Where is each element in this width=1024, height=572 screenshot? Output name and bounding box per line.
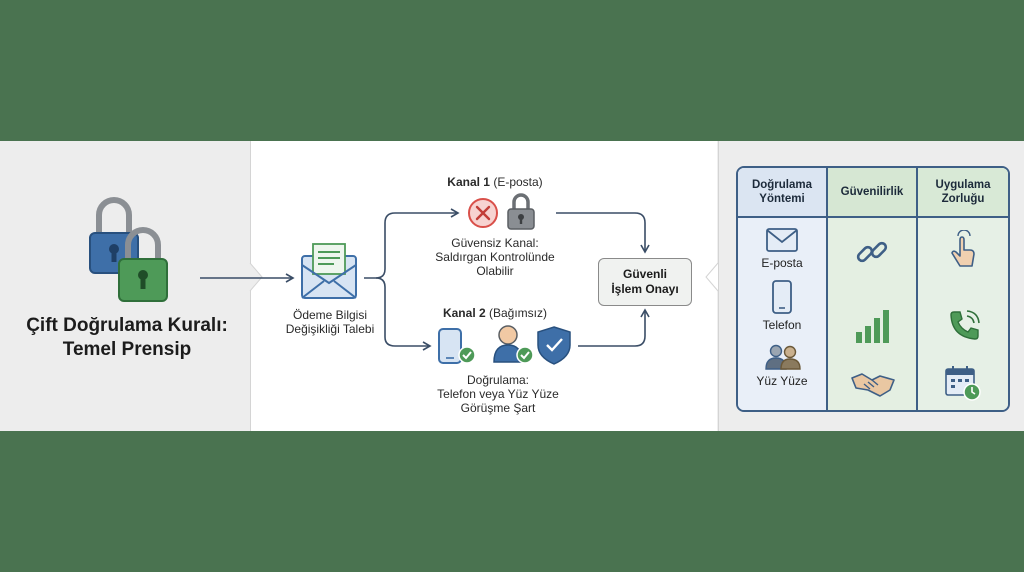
page-title: Çift Doğrulama Kuralı: Temel Prensip	[26, 315, 228, 360]
header-method: Doğrulama Yöntemi	[738, 168, 826, 218]
panel-chevron-left	[249, 262, 263, 292]
column-reliability: Güvenilirlik	[826, 168, 916, 410]
channel2-heading-rest: (Bağımsız)	[489, 306, 548, 320]
header-difficulty-line2: Zorluğu	[941, 193, 985, 205]
header-reliability-line1: Güvenilirlik	[840, 186, 904, 198]
method-email: E-posta	[761, 256, 803, 270]
channel1-heading: Kanal 1 (E-posta)	[420, 175, 570, 189]
broken-link-icon	[856, 241, 888, 263]
channel2-note: Doğrulama: Telefon veya Yüz Yüze Görüşme…	[418, 373, 578, 415]
header-difficulty: Uygulama Zorluğu	[918, 168, 1008, 218]
header-reliability: Güvenilirlik	[828, 168, 916, 218]
channel2-note-line1: Doğrulama:	[466, 373, 530, 387]
channel1-note: Güvensiz Kanal: Saldırgan Kontrolünde Ol…	[420, 236, 570, 278]
flow-diagram	[89, 193, 719, 365]
method-phone: Telefon	[762, 318, 802, 332]
channel1-note-line2: Saldırgan Kontrolünde	[435, 250, 555, 264]
column-difficulty: Uygulama Zorluğu	[916, 168, 1008, 410]
envelope-document-icon	[301, 243, 357, 299]
content-band: Çift Doğrulama Kuralı: Temel Prensip Öde…	[0, 141, 1024, 431]
column-method: Doğrulama Yöntemi E-posta Telefon Yüz Yü…	[738, 168, 826, 410]
calendar-clock-icon	[945, 366, 981, 401]
secure-approval-box: Güvenli İşlem Onayı	[598, 258, 692, 306]
header-method-line1: Doğrulama	[751, 179, 813, 191]
people-icon	[765, 344, 801, 370]
phone-call-icon	[950, 310, 980, 340]
envelope-icon	[766, 228, 798, 252]
x-circle-icon	[468, 198, 498, 228]
request-label-line1: Ödeme Bilgisi	[292, 308, 368, 322]
shield-check-icon	[537, 326, 571, 365]
handshake-icon	[851, 373, 895, 397]
phone-check-icon	[438, 328, 476, 364]
channel2-heading: Kanal 2 (Bağımsız)	[420, 306, 570, 320]
channel1-heading-rest: (E-posta)	[493, 175, 543, 189]
smartphone-icon	[772, 280, 792, 314]
result-line1: Güvenli	[622, 267, 667, 281]
tap-icon	[951, 230, 975, 267]
channel1-note-line1: Güvensiz Kanal:	[451, 236, 539, 250]
channel2-note-line2: Telefon veya Yüz Yüze	[437, 387, 559, 401]
method-face-to-face: Yüz Yüze	[756, 374, 808, 388]
request-label-line2: Değişikliği Talebi	[285, 322, 375, 336]
channel1-note-line3: Olabilir	[476, 264, 514, 278]
comparison-table: Doğrulama Yöntemi E-posta Telefon Yüz Yü…	[736, 166, 1010, 412]
channel2-heading-bold: Kanal 2	[442, 306, 486, 320]
request-label: Ödeme Bilgisi Değişikliği Talebi	[272, 308, 388, 336]
header-method-line2: Yöntemi	[759, 193, 805, 205]
channel2-note-line3: Görüşme Şart	[460, 401, 536, 415]
panel-chevron-right	[705, 262, 719, 292]
person-check-icon	[493, 325, 534, 364]
channel1-heading-bold: Kanal 1	[447, 175, 490, 189]
result-line2: İşlem Onayı	[611, 282, 679, 296]
header-difficulty-line1: Uygulama	[935, 179, 991, 191]
double-padlock-icon	[89, 197, 168, 302]
padlock-icon	[507, 193, 535, 230]
signal-bars-icon	[856, 310, 889, 343]
